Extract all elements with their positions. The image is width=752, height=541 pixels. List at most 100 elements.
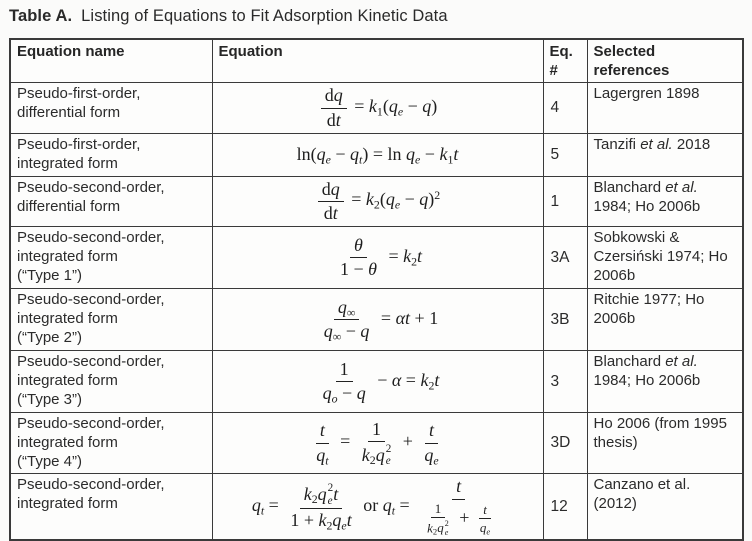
eq-text: −	[372, 369, 392, 390]
numerator: t	[425, 420, 439, 444]
references-cell: Ritchie 1977; Ho 2006b	[586, 288, 744, 352]
eq-variable: θ	[368, 259, 377, 280]
eq-variable: t	[335, 109, 341, 130]
eq-text: =	[349, 96, 369, 117]
reference-text: Sobkowski & Czersiński 1974; Ho 2006b	[593, 229, 728, 284]
eq-variable: q	[382, 494, 392, 515]
eq-variable: α	[391, 369, 402, 390]
subscript: 2	[311, 492, 318, 507]
eq-variable: q	[424, 444, 434, 465]
table-caption-text: Listing of Equations to Fit Adsorption K…	[81, 7, 448, 25]
eq-text: )	[431, 96, 438, 117]
eq-variable: t	[319, 420, 325, 441]
eq-variable: q	[375, 444, 385, 465]
subscript: e	[394, 197, 401, 212]
equation-name-cell: Pseudo-second-order,integrated form(“Typ…	[9, 288, 213, 352]
eq-text: −	[420, 144, 440, 165]
reference-text: Blanchard	[593, 353, 666, 371]
table-row: Pseudo-second-order,integrated form(“Typ…	[9, 350, 744, 413]
eq-number-cell: 3	[542, 350, 588, 413]
reference-text: Tanzifi	[593, 135, 641, 153]
references-cell: Sobkowski & Czersiński 1974; Ho 2006b	[586, 226, 744, 290]
eq-text: ln(	[296, 144, 317, 165]
eq-text: =	[395, 494, 415, 515]
numerator: t	[479, 502, 491, 520]
subscript: 2	[428, 377, 435, 392]
denominator: 1 + k2qet	[286, 509, 355, 531]
eq-text: =	[383, 245, 404, 266]
subscript: t	[359, 152, 363, 167]
subscript: e	[415, 152, 421, 167]
eq-text: 1 −	[339, 259, 369, 280]
eq-text: =	[264, 494, 284, 515]
eq-variable: t	[346, 510, 352, 531]
numerator: θ	[350, 235, 367, 259]
references-cell: Lagergren 1898	[586, 82, 744, 134]
eq-text: −	[341, 321, 361, 342]
eq-variable: t	[405, 307, 411, 328]
denominator: qe	[420, 444, 442, 466]
numerator: dq	[320, 85, 347, 109]
eq-text: −	[403, 96, 423, 117]
eq-variable: q	[337, 296, 347, 317]
denominator: q∞ − q	[320, 320, 374, 342]
equation: ln(qe − qt) = ln qe − k1t	[296, 144, 459, 167]
eq-text: (	[379, 189, 386, 210]
numerator: t	[452, 476, 466, 500]
denominator: 1 − θ	[336, 258, 381, 280]
eq-variable: q	[317, 483, 327, 504]
equation-name-cell: Pseudo-second-order,integrated form(“Typ…	[9, 411, 213, 475]
denominator: qt	[312, 444, 332, 466]
eq-variable: α	[395, 307, 406, 328]
eq-variable: q	[422, 96, 432, 117]
eq-number-cell: 5	[542, 132, 588, 177]
eq-variable: q	[419, 189, 429, 210]
eq-text: + 1	[410, 307, 439, 328]
eq-text: d	[324, 85, 334, 106]
eq-variable: t	[483, 502, 487, 518]
eq-variable: q	[316, 144, 326, 165]
eq-text: 1	[339, 358, 349, 379]
subscript: 2	[411, 254, 418, 269]
reference-text: 1984; Ho 2006b	[593, 197, 701, 215]
equation-cell: q∞q∞ − q = αt + 1	[211, 288, 544, 352]
col-header-references-line2: references	[593, 62, 670, 80]
eq-number-cell: 1	[542, 175, 588, 228]
subscript: e	[325, 152, 331, 167]
subscript: t	[391, 503, 396, 518]
eq-text: =	[376, 307, 396, 328]
reference-text: Ritchie 1977; Ho 2006b	[593, 291, 705, 327]
denominator: qo − q	[319, 382, 370, 404]
references-cell: Tanzifi et al. 2018	[586, 132, 744, 177]
references-cell: Blanchard et al. 1984; Ho 2006b	[586, 175, 744, 228]
eq-text: (	[382, 96, 389, 117]
col-header-equation-label: Equation	[218, 43, 283, 60]
col-header-eq-number: Eq. #	[542, 38, 588, 84]
eq-variable: k	[420, 369, 429, 390]
eq-variable: q	[350, 144, 360, 165]
eq-variable: k	[361, 444, 370, 465]
numerator: q∞	[333, 296, 360, 321]
subscript: e	[397, 104, 404, 119]
col-header-equation-name-label: Equation name	[17, 43, 125, 60]
reference-text: 1984; Ho 2006b	[593, 371, 701, 389]
table-header: Equation name Equation Eq. # Selected re…	[9, 38, 744, 84]
equation-name-cell: Pseudo-second-order,integrated form(“Typ…	[9, 350, 213, 413]
eq-variable: q	[356, 382, 366, 403]
fraction: q∞q∞ − q	[320, 297, 374, 342]
subscript: e	[444, 527, 449, 537]
